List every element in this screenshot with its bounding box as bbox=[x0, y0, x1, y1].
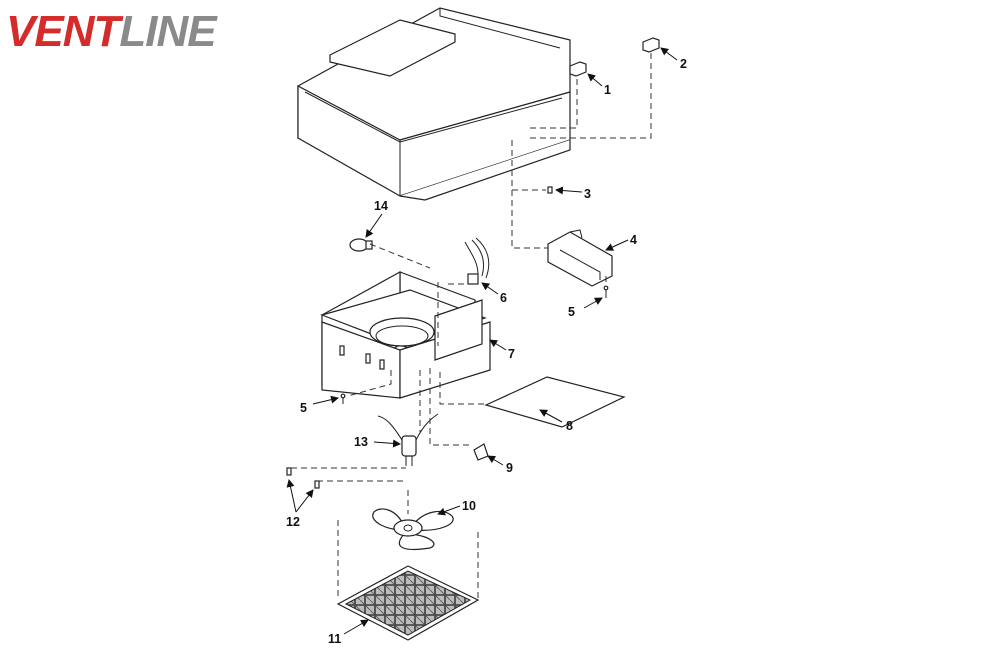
logo-line-text: LINE bbox=[119, 7, 218, 56]
callout-13: 13 bbox=[354, 435, 368, 449]
part-2-switch bbox=[642, 37, 660, 53]
svg-text:VENTLINE: VENTLINE bbox=[6, 7, 218, 56]
leader-arrows bbox=[286, 47, 678, 635]
part-7-blower-housing bbox=[320, 270, 491, 399]
callout-9: 9 bbox=[506, 461, 513, 475]
range-hood-housing bbox=[297, 7, 571, 201]
callout-3: 3 bbox=[584, 187, 591, 201]
part-9-clip bbox=[473, 443, 489, 461]
assembly-lines bbox=[291, 52, 652, 600]
part-12-screws bbox=[286, 467, 320, 489]
part-5-screw-right bbox=[603, 285, 609, 298]
callout-10: 10 bbox=[462, 499, 476, 513]
callout-7: 7 bbox=[508, 347, 515, 361]
part-5-screw-left bbox=[340, 393, 346, 404]
callout-5-left: 5 bbox=[300, 401, 307, 415]
callout-6: 6 bbox=[500, 291, 507, 305]
callout-8: 8 bbox=[566, 419, 573, 433]
callout-labels: 1 2 3 4 5 6 7 5 8 9 10 11 12 13 14 bbox=[286, 57, 687, 646]
callout-11: 11 bbox=[328, 632, 341, 646]
part-3-screw bbox=[547, 186, 553, 194]
part-8-filter-pad bbox=[484, 376, 626, 428]
callout-14: 14 bbox=[374, 199, 388, 213]
ventline-logo: VENTLINE bbox=[6, 7, 219, 56]
callout-2: 2 bbox=[680, 57, 687, 71]
logo-vent-text: VENT bbox=[6, 7, 123, 56]
part-13-motor bbox=[377, 413, 439, 466]
callout-1: 1 bbox=[604, 83, 611, 97]
callout-5-right: 5 bbox=[568, 305, 575, 319]
part-4-bracket bbox=[547, 229, 613, 287]
part-6-wire-harness bbox=[464, 237, 490, 285]
part-11-grease-filter bbox=[336, 565, 480, 641]
callout-12: 12 bbox=[286, 515, 300, 529]
part-14-bulb bbox=[349, 238, 373, 252]
callout-4: 4 bbox=[630, 233, 637, 247]
part-10-fan-blade bbox=[372, 508, 454, 551]
part-1-switch bbox=[569, 61, 587, 77]
